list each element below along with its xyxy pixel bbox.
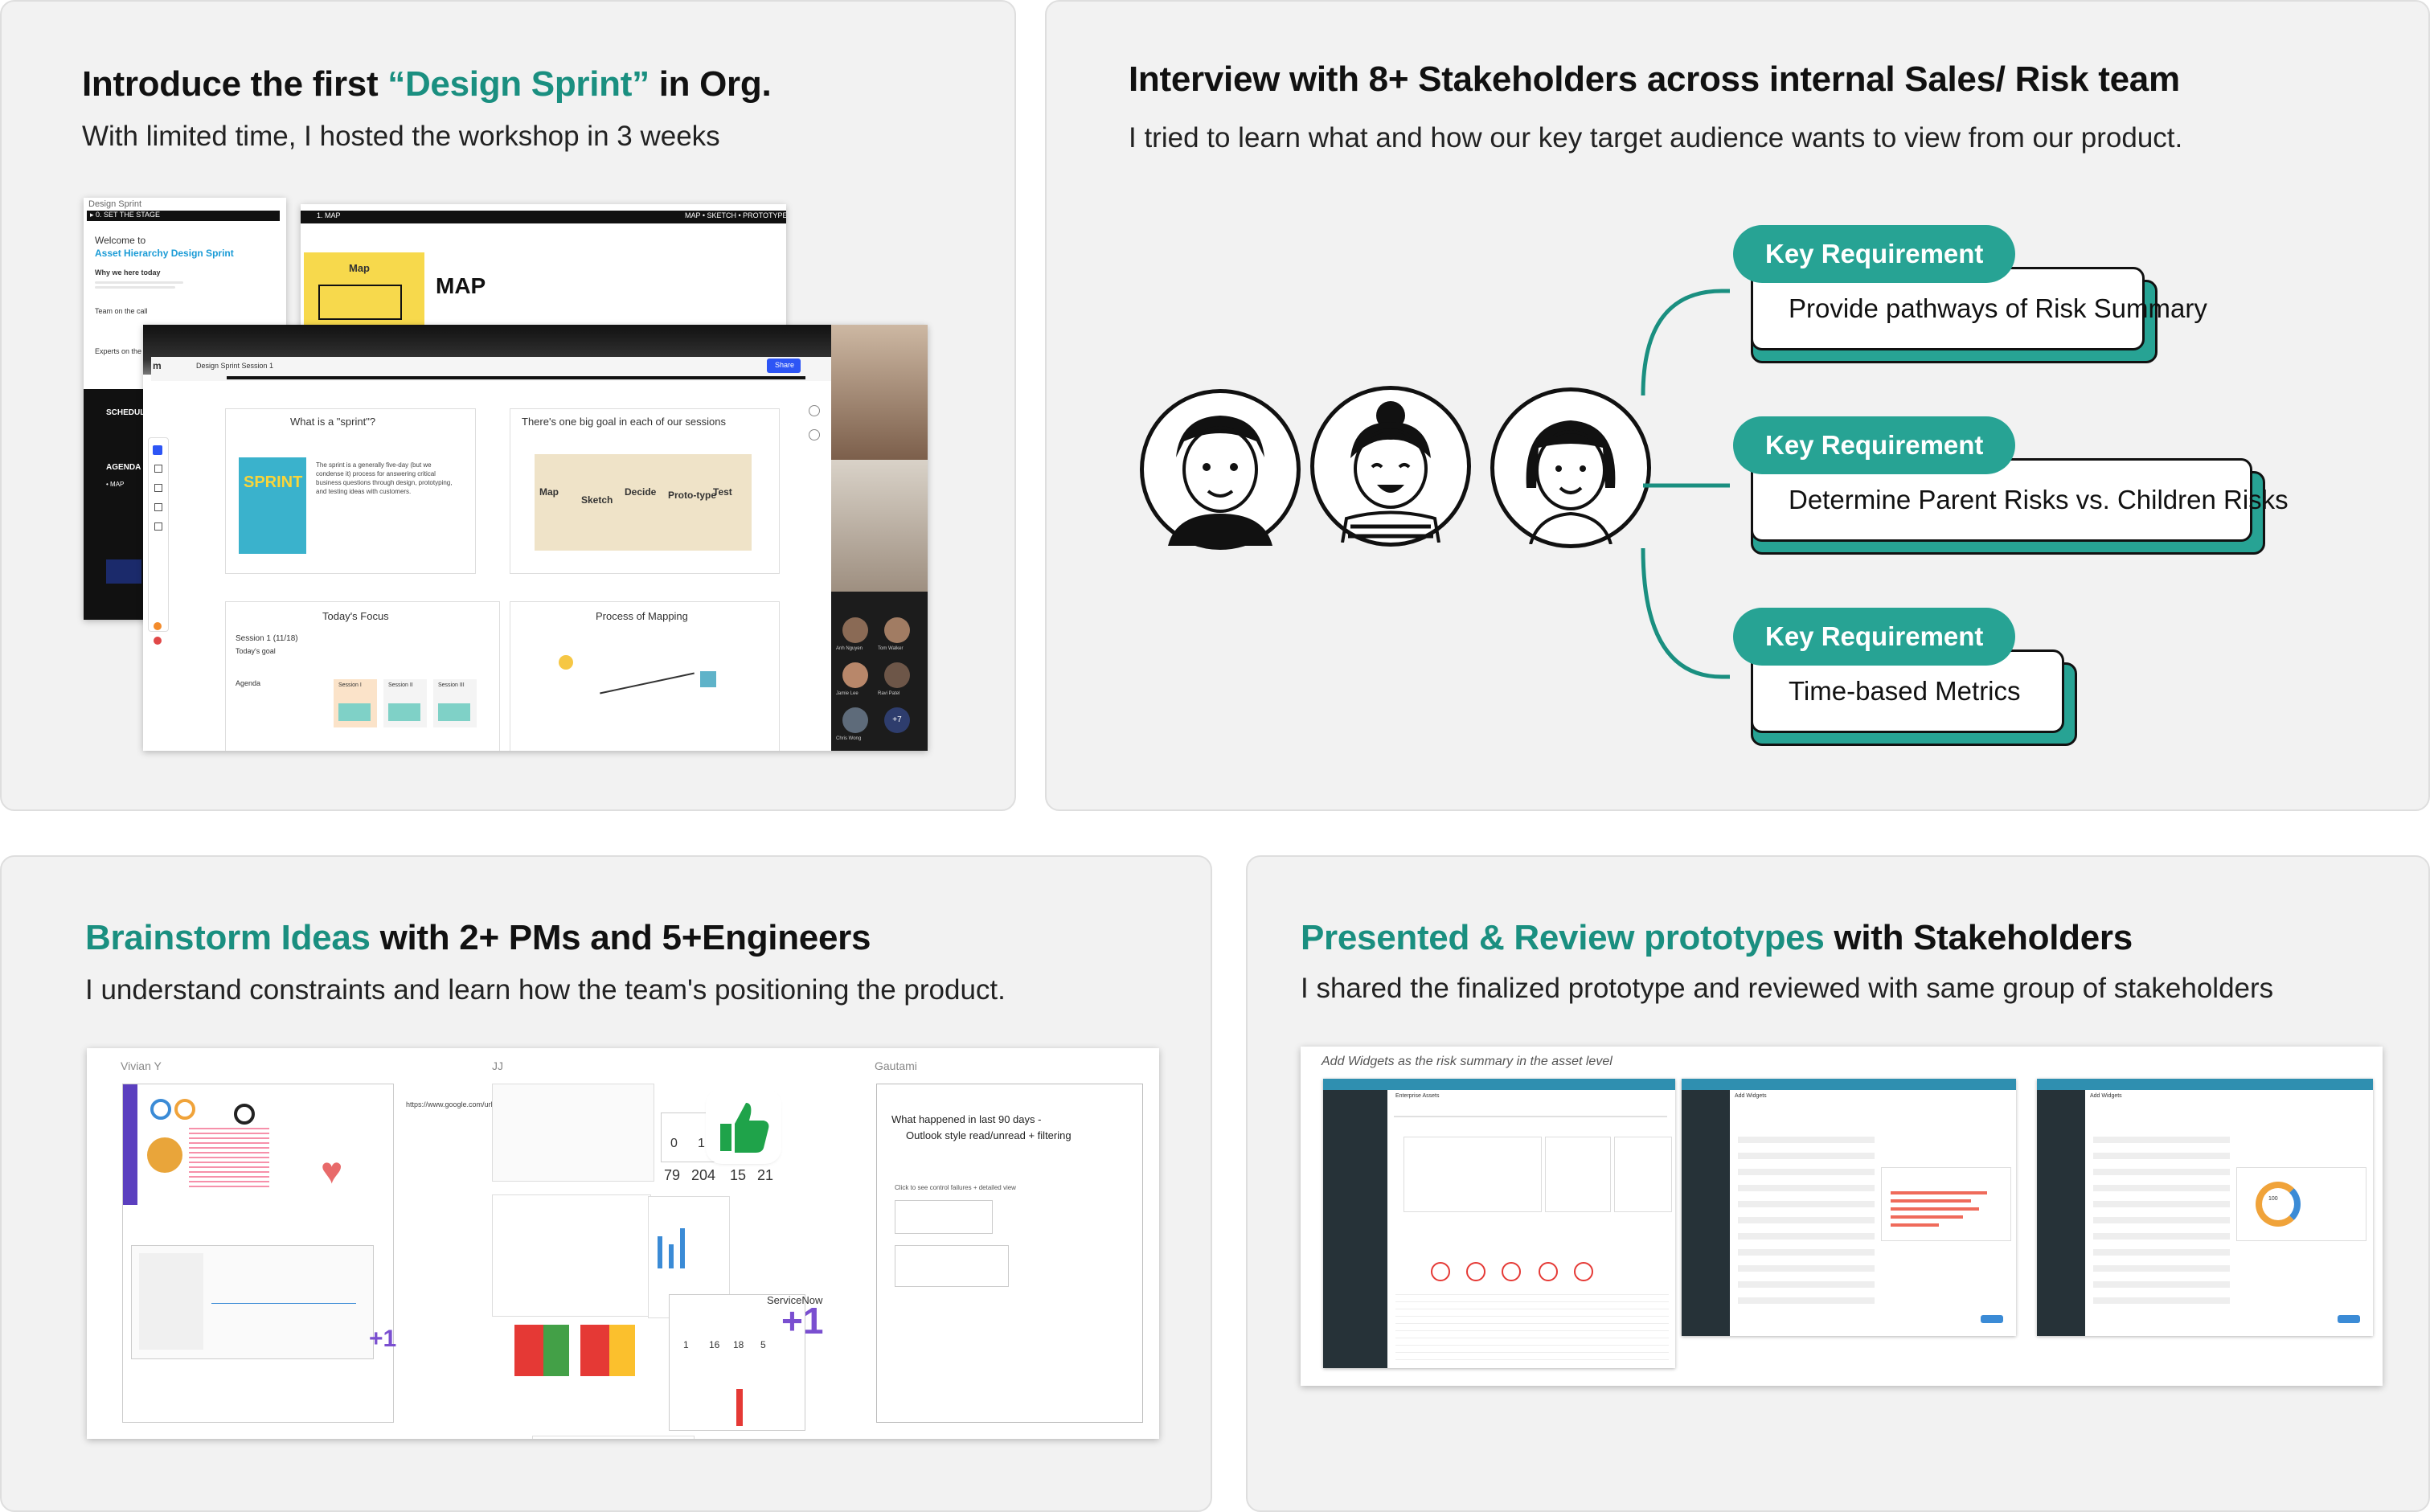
brainstorm-panel: Brainstorm Ideas with 2+ PMs and 5+Engin…	[0, 855, 1212, 1512]
prototype-screen-2: Add Widgets	[1682, 1079, 2016, 1336]
key-requirement-label-1: Key Requirement	[1733, 225, 2016, 283]
participant-avatar-4[interactable]	[884, 662, 910, 688]
stakeholder-avatar-3	[1490, 387, 1651, 548]
board-toolbar	[148, 437, 169, 632]
sprint-map-slide: 1. MAP MAP • SKETCH • PROTOTYPE Map MAP	[301, 204, 786, 333]
participant-avatar-5[interactable]	[842, 707, 868, 733]
gautami-sketch: What happened in last 90 days - Outlook …	[876, 1084, 1143, 1423]
interview-title: Interview with 8+ Stakeholders across in…	[1129, 59, 2180, 99]
sprint-whiteboard-call: m Design Sprint Session 1 Share What is …	[143, 325, 928, 751]
requirement-connectors	[1641, 289, 1730, 679]
brainstorm-title: Brainstorm Ideas with 2+ PMs and 5+Engin…	[85, 918, 871, 957]
more-participants-badge[interactable]: +7	[884, 707, 910, 733]
stakeholder-avatar-2	[1310, 386, 1471, 547]
process-of-mapping-card: Process of Mapping	[510, 601, 780, 751]
participant-video-1	[831, 325, 928, 460]
design-sprint-title: Introduce the first “Design Sprint” in O…	[82, 64, 772, 104]
text-icon[interactable]	[154, 484, 162, 492]
emoji-icon[interactable]	[154, 622, 162, 630]
thumbs-up-icon	[709, 1092, 778, 1161]
cursor-icon[interactable]	[153, 445, 162, 455]
vivian-sketch: ♥ +1 https://www.google.com/url	[122, 1084, 493, 1423]
brainstorm-board: Vivian Y JJ Gautami ♥ +1 https://www.goo…	[87, 1048, 1159, 1439]
key-requirement-label-3: Key Requirement	[1733, 608, 2016, 666]
brainstorm-subtitle: I understand constraints and learn how t…	[85, 974, 1006, 1006]
design-sprint-panel: Introduce the first “Design Sprint” in O…	[0, 0, 1016, 811]
sprint-steps-sketch	[535, 454, 752, 551]
stakeholder-avatar-1	[1140, 389, 1301, 550]
participant-video-2	[831, 460, 928, 592]
plus-one-sticker-1: +1	[369, 1326, 397, 1352]
what-is-sprint-card: What is a "sprint"? SPRINT The sprint is…	[225, 408, 476, 574]
interview-subtitle: I tried to learn what and how our key ta…	[1129, 122, 2183, 154]
interview-panel: Interview with 8+ Stakeholders across in…	[1045, 0, 2430, 811]
participant-avatar-1[interactable]	[842, 617, 868, 643]
pen-icon[interactable]	[154, 465, 162, 473]
heart-icon: ♥	[321, 1149, 343, 1191]
record-icon[interactable]	[154, 637, 162, 645]
share-button[interactable]	[767, 359, 801, 373]
jj-dashboard-mocks: 0 1 79 204 15 21 ServiceNow 1 16 18 5	[492, 1084, 838, 1439]
miro-logo: m	[153, 360, 162, 371]
shape-icon[interactable]	[154, 503, 162, 511]
review-panel: Presented & Review prototypes with Stake…	[1246, 855, 2430, 1512]
sprint-book-image	[239, 457, 306, 554]
participant-avatar-2[interactable]	[884, 617, 910, 643]
key-requirement-label-2: Key Requirement	[1733, 416, 2016, 474]
big-goal-card: There's one big goal in each of our sess…	[510, 408, 780, 574]
prototype-screen-1: Enterprise Assets	[1323, 1079, 1675, 1368]
prototype-screen-3: Add Widgets 100	[2037, 1079, 2373, 1336]
design-sprint-subtitle: With limited time, I hosted the workshop…	[82, 121, 720, 152]
sticky-icon[interactable]	[154, 522, 162, 531]
donut-chart	[2256, 1182, 2301, 1227]
review-title: Presented & Review prototypes with Stake…	[1301, 918, 2133, 957]
plus-one-sticker-2: +1	[781, 1300, 824, 1342]
participant-avatar-3[interactable]	[842, 662, 868, 688]
prototype-screens: Add Widgets as the risk summary in the a…	[1301, 1047, 2383, 1386]
review-subtitle: I shared the finalized prototype and rev…	[1301, 973, 2274, 1004]
todays-focus-card: Today's Focus Session 1 (11/18) Today's …	[225, 601, 500, 751]
